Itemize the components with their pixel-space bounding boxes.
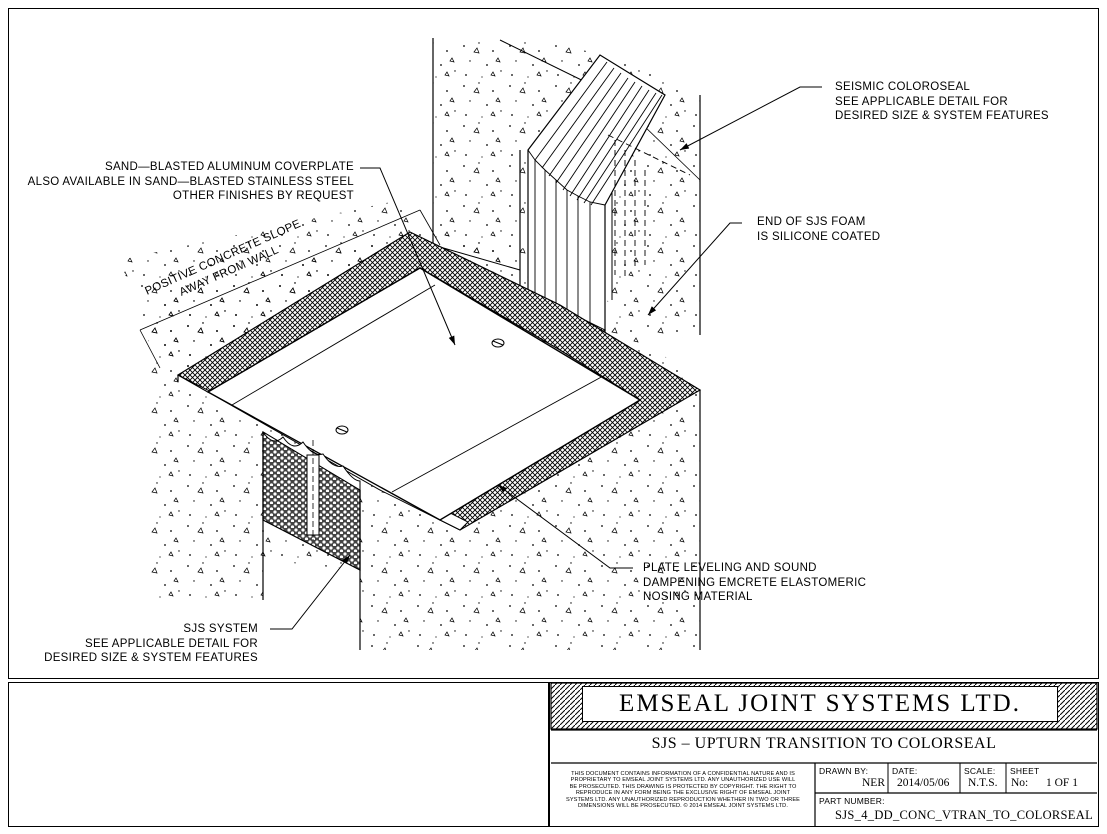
confidentiality-notice: THIS DOCUMENT CONTAINS INFORMATION OF A … (558, 771, 808, 809)
note-line: SEE APPLICABLE DETAIL FOR (835, 95, 1009, 108)
sheet-value: 1 OF 1 (1046, 777, 1078, 789)
seismic-coloroseal-note: SEISMIC COLOROSEAL SEE APPLICABLE DETAIL… (835, 80, 1049, 124)
scale-value: N.T.S. (968, 777, 998, 789)
coverplate-note: SAND—BLASTED ALUMINUM COVERPLATE ALSO AV… (20, 160, 354, 204)
note-line: SEE APPLICABLE DETAIL FOR (84, 637, 258, 650)
note-line: DESIRED SIZE & SYSTEM FEATURES (835, 110, 1049, 122)
note-line: SAND—BLASTED ALUMINUM COVERPLATE (104, 161, 354, 173)
notice-line: BE PROSECUTED. THIS DRAWING IS PROTECTED… (569, 783, 797, 790)
date-label: DATE: (892, 766, 918, 776)
nosing-material-note: PLATE LEVELING AND SOUND DAMPENING EMCRE… (643, 561, 866, 605)
isometric-detail-drawing (120, 38, 822, 650)
note-line: ALSO AVAILABLE IN SAND—BLASTED STAINLESS… (27, 175, 354, 188)
notice-line: THIS DOCUMENT CONTAINS INFORMATION OF A … (571, 771, 795, 777)
drawn-by-label: DRAWN BY: (819, 766, 869, 776)
company-name: EMSEAL JOINT SYSTEMS LTD. (582, 686, 1058, 722)
sjs-foam-end-note: END OF SJS FOAM IS SILICONE COATED (757, 215, 880, 244)
sheet-no-label: No: (1011, 777, 1029, 789)
notice-line: DIMENSIONS WILL BE PROSECUTED. © 2014 EM… (578, 803, 788, 810)
drawn-by-value: NER (862, 777, 885, 789)
note-line: PLATE LEVELING AND SOUND (643, 562, 817, 574)
note-line: END OF SJS FOAM (757, 216, 866, 228)
sjs-system-note: SJS SYSTEM SEE APPLICABLE DETAIL FOR DES… (20, 622, 258, 666)
drawing-frame (8, 8, 1099, 679)
notice-line: PROPRIETARY TO EMSEAL JOINT SYSTEMS LTD.… (570, 777, 796, 784)
note-line: SEISMIC COLOROSEAL (835, 81, 971, 93)
note-line: NOSING MATERIAL (643, 591, 753, 603)
note-line: OTHER FINISHES BY REQUEST (172, 190, 354, 202)
notice-line: SYSTEMS LTD. ANY UNAUTHORIZED REPRODUCTI… (566, 796, 800, 803)
part-number-label: PART NUMBER: (819, 796, 885, 806)
note-line: DAMPENING EMCRETE ELASTOMERIC (643, 576, 867, 589)
sheet-label: SHEET (1010, 766, 1040, 776)
part-number-value: SJS_4_DD_CONC_VTRAN_TO_COLORSEAL (835, 808, 1094, 822)
drawing-title: SJS – UPTURN TRANSITION TO COLORSEAL (651, 735, 997, 752)
notice-line: REPRODUCE IN ANY FORM BEING THE EXCLUSIV… (575, 790, 791, 797)
note-line: SJS SYSTEM (183, 623, 258, 635)
note-line: IS SILICONE COATED (757, 230, 881, 243)
scale-label: SCALE: (964, 766, 996, 776)
date-value: 2014/05/06 (897, 777, 950, 789)
notes-frame (8, 682, 549, 827)
note-line: DESIRED SIZE & SYSTEM FEATURES (44, 652, 258, 664)
